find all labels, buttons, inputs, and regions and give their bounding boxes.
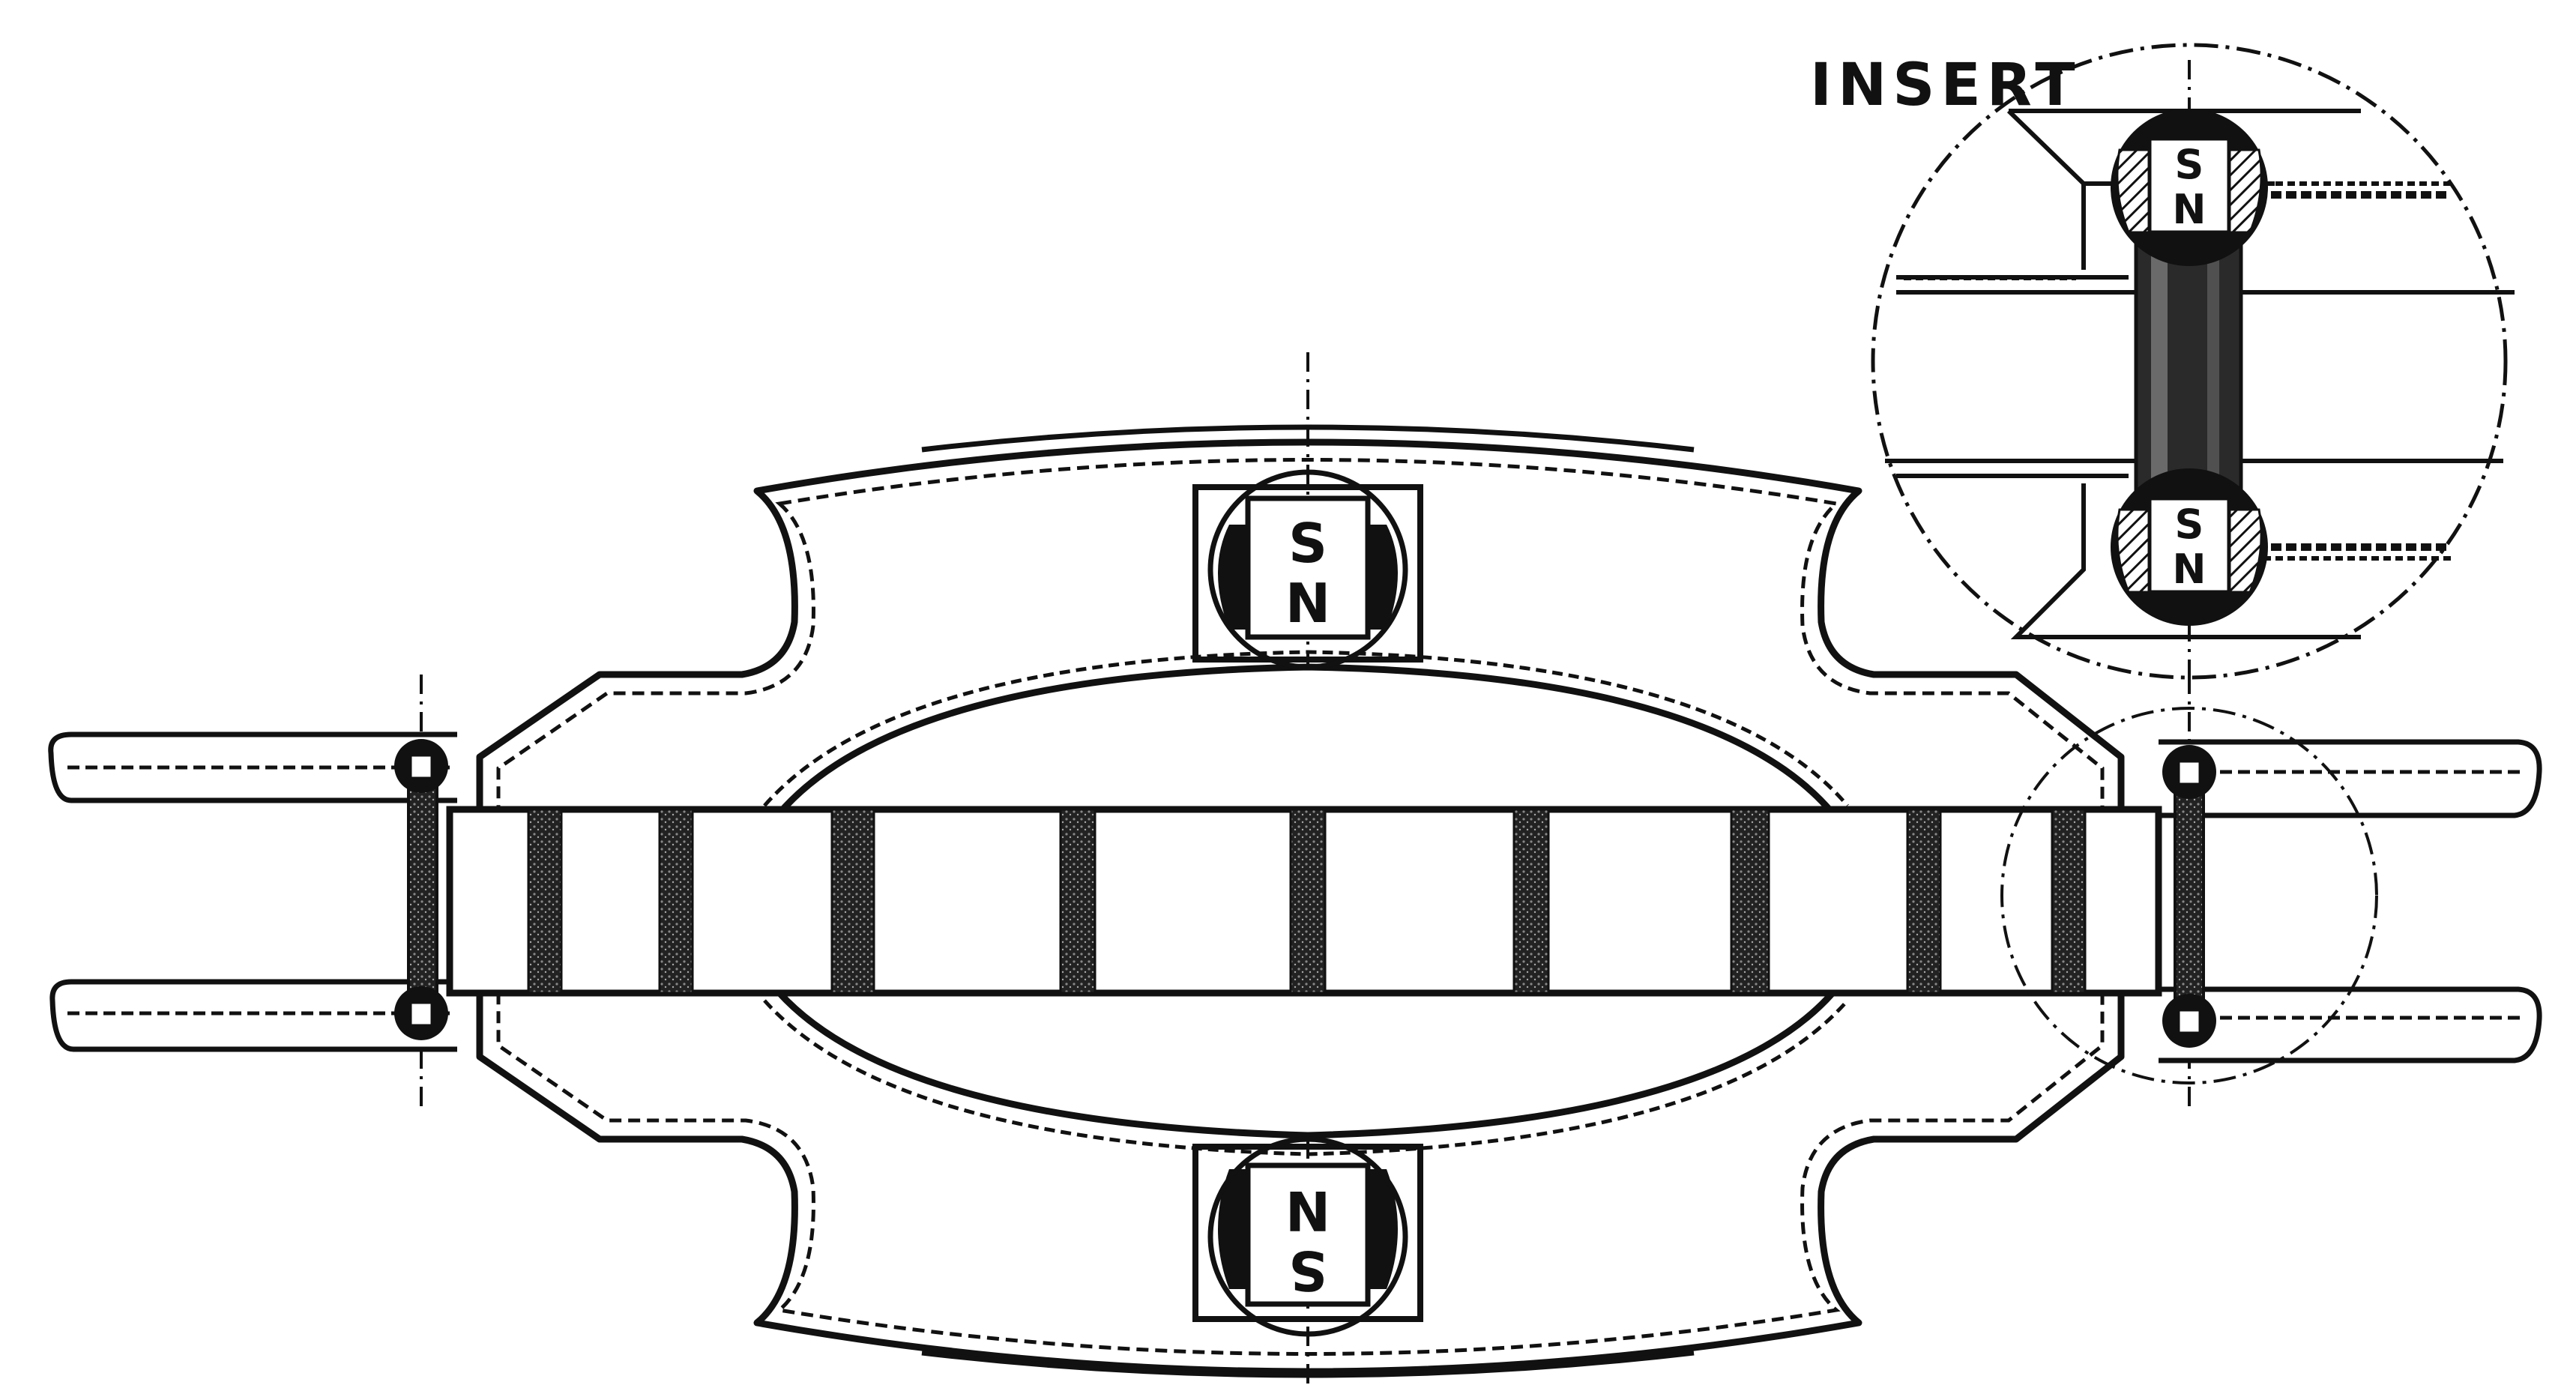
spacer-bar <box>527 808 563 995</box>
inner-cavity-upper-dashed <box>763 650 1849 807</box>
bottom-cap-arc <box>921 1350 1695 1378</box>
top-magnet-pole-upper: S <box>1288 512 1327 575</box>
outer-housing-solid <box>476 438 2125 1375</box>
outer-housing <box>476 424 2125 1378</box>
spacer-bar <box>1512 808 1550 995</box>
inner-cavity <box>763 650 1849 1156</box>
detail-circle <box>2000 707 2378 1084</box>
bottom-magnet-pole-upper: N <box>1285 1179 1330 1242</box>
right-upper-tube <box>2159 739 2542 818</box>
insert-upper-pole-upper: S <box>2175 141 2204 188</box>
spacer-bar <box>1730 808 1770 995</box>
insert-upper-magnet: S N <box>2111 109 2268 266</box>
side-tubes <box>48 731 2542 1063</box>
insert-detail: INSERT S N <box>1810 43 2515 680</box>
inner-cavity-lower-dashed <box>763 999 1849 1156</box>
right-clamp <box>2162 745 2216 1048</box>
insert-lower-pole-lower: N <box>2172 546 2206 593</box>
left-clamp <box>394 739 448 1040</box>
spacer-bar <box>658 808 694 995</box>
right-lower-tube <box>2159 986 2542 1063</box>
top-cap-arc <box>921 424 1695 453</box>
spacer-bar <box>2051 808 2087 995</box>
inner-cavity-lower <box>771 989 1841 1139</box>
outer-housing-dashed <box>496 458 2105 1356</box>
insert-circle <box>1871 43 2508 680</box>
spacer-bar <box>1289 808 1327 995</box>
insert-upper-pole-lower: N <box>2172 186 2206 233</box>
spacer-bar <box>1059 808 1097 995</box>
insert-lower-magnet: S N <box>2111 468 2268 626</box>
top-magnet-pole-lower: N <box>1285 572 1330 635</box>
spacer-bar <box>830 808 875 995</box>
bottom-magnet-pole-lower: S <box>1288 1239 1327 1302</box>
spacer-bar <box>1906 808 1942 995</box>
bottom-magnet: N S <box>1192 1136 1423 1337</box>
central-band <box>446 806 2162 997</box>
left-lower-tube <box>49 979 457 1052</box>
insert-lower-pole-upper: S <box>2175 501 2204 548</box>
inner-cavity-upper <box>772 663 1840 817</box>
insert-label: INSERT <box>1810 52 2081 119</box>
spacer-bars <box>527 808 2087 995</box>
top-magnet: S N <box>1192 469 1423 670</box>
